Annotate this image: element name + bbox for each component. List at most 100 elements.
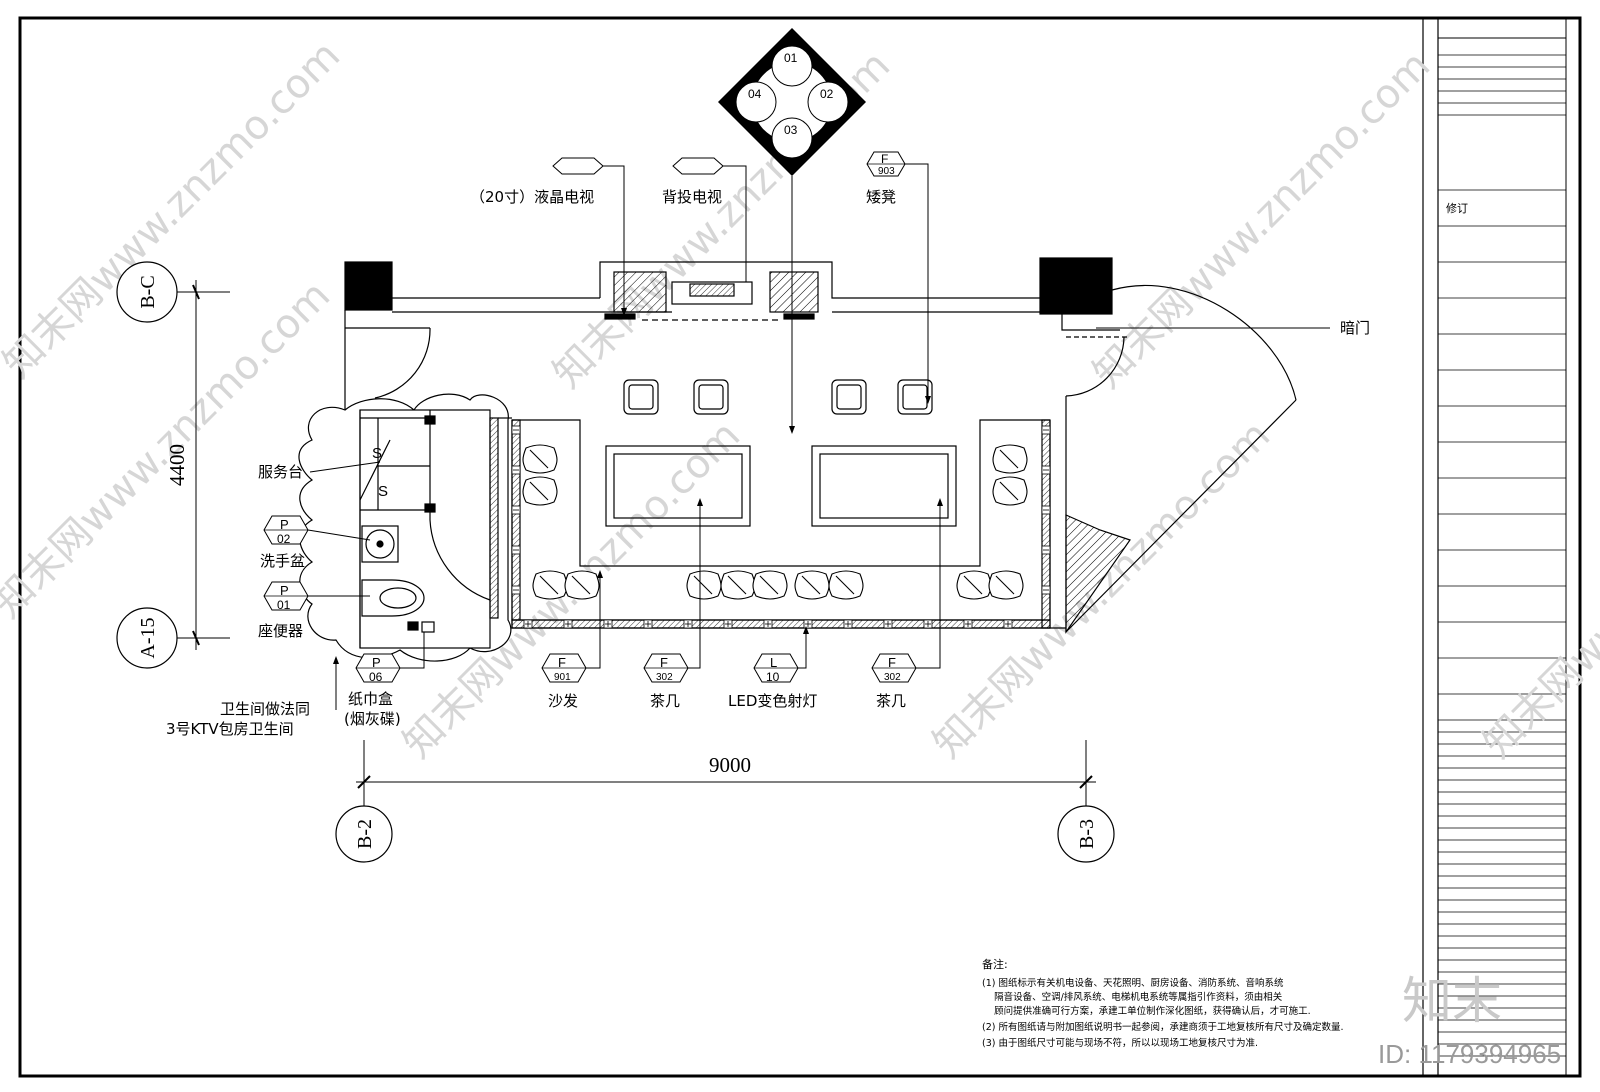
led-spotlight [1003, 619, 1013, 629]
sofa-cushion [794, 570, 830, 600]
led-spotlight [923, 619, 933, 629]
sofa-cushion [564, 570, 600, 600]
led-spotlight [1041, 425, 1051, 435]
washbasin [361, 525, 399, 563]
sofa-cushion [988, 570, 1024, 600]
led-spotlight [683, 619, 693, 629]
led-spotlight [511, 545, 521, 555]
tea-table [605, 445, 751, 527]
stool [693, 379, 729, 415]
led-spotlight [1041, 585, 1051, 595]
tea-table-tag-2-letter: F [888, 655, 896, 670]
toilet [361, 579, 425, 617]
sofa-tag-letter: F [558, 655, 566, 670]
watermark-text: 知末网www.znzmo.com [1085, 43, 1440, 398]
sofa-cushion [686, 570, 722, 600]
room-plan: 暗门 S S [298, 257, 1370, 662]
led-spotlight [643, 619, 653, 629]
washbasin-tag-code: 02 [277, 532, 291, 546]
note-line: (2) 所有图纸请与附加图纸说明书一起参阅，承建商须于工地复核所有尺寸及确定数量… [982, 1021, 1344, 1033]
tissue-box-label: 纸巾盒 [348, 690, 393, 708]
notes-heading: 备注: [982, 957, 1008, 971]
sofa-cushion [532, 570, 568, 600]
led-spotlight [523, 619, 533, 629]
toilet-tag-letter: P [280, 583, 289, 598]
led-spotlight [1041, 465, 1051, 475]
elevation-mark-03: 03 [784, 123, 798, 137]
title-block: 修订 [1422, 18, 1567, 1076]
service-counter-label: 服务台 [258, 463, 303, 481]
tissue-tag-code: 06 [369, 670, 383, 684]
stool [623, 379, 659, 415]
tv-lcd-tag [552, 157, 604, 175]
stool [831, 379, 867, 415]
led-tag-code: 10 [766, 670, 780, 684]
bathroom-note-2: 3号KTV包房卫生间 [166, 720, 294, 738]
dim-horizontal: 9000 [709, 753, 751, 777]
elevation-mark-04: 04 [748, 87, 762, 101]
grid-b3: B-3 [1076, 819, 1098, 849]
sofa-tag-code: 901 [554, 672, 571, 683]
left-callouts: 服务台 P 02 洗手盆 P 01 座便器 P 06 纸巾盒 (烟灰碟) 卫生间… [166, 461, 425, 738]
led-spotlight [803, 619, 813, 629]
sofa-cushion [522, 444, 558, 474]
grid-b2: B-2 [354, 819, 376, 849]
led-spotlight [723, 619, 733, 629]
sheet-border [18, 16, 1582, 1078]
led-spotlight [843, 619, 853, 629]
sofa-cushion [992, 476, 1028, 506]
svg-text:S: S [372, 445, 382, 462]
svg-text:S: S [378, 483, 388, 500]
sofa-cushions [522, 444, 1028, 600]
sofa-cushion [522, 476, 558, 506]
sofa-cushion [720, 570, 756, 600]
stool [897, 379, 933, 415]
elevation-mark-01: 01 [784, 51, 798, 65]
bathroom-note-1: 卫生间做法同 [220, 700, 310, 718]
led-spotlight [511, 465, 521, 475]
tv-rear-label: 背投电视 [662, 188, 722, 206]
watermark-id: ID: 1179394965 [1378, 1039, 1561, 1069]
hidden-door-label: 暗门 [1340, 319, 1370, 337]
tea-table-label-2: 茶几 [876, 692, 906, 710]
led-spotlight [963, 619, 973, 629]
washbasin-tag-letter: P [280, 517, 289, 532]
tv-rear-tag [672, 157, 724, 175]
title-block-rows [1438, 54, 1566, 1057]
structural-column [1039, 257, 1113, 315]
led-spotlight [763, 619, 773, 629]
note-line: (1) 图纸标示有关机电设备、天花照明、厨房设备、消防系统、音响系统 [982, 977, 1284, 989]
grid-axis-left: B-C A-15 4400 [116, 261, 230, 669]
sofa-cushion [752, 570, 788, 600]
tea-table-label-1: 茶几 [650, 692, 680, 710]
grid-axis-bottom: 9000 B-2 B-3 [335, 740, 1115, 863]
tissue-tag-letter: P [372, 655, 381, 670]
tea-table-tag-2-code: 302 [884, 672, 901, 683]
note-line: (3) 由于图纸尺寸可能与现场不符，所以以现场工地复核尺寸为准. [982, 1037, 1258, 1049]
grid-bc: B-C [137, 275, 159, 308]
watermark-layer: 知末网www.znzmo.com 知末网www.znzmo.com 知末网www… [0, 33, 1600, 1069]
tv-lcd-label: （20寸）液晶电视 [470, 188, 594, 206]
elevation-index-symbol: 01 02 03 04 [718, 28, 866, 434]
watermark-logo: 知末 [1402, 972, 1502, 1030]
led-tag-letter: L [770, 655, 777, 670]
tea-table [811, 445, 957, 527]
led-spotlight [511, 585, 521, 595]
sofa-label: 沙发 [548, 692, 578, 710]
led-spotlight [511, 505, 521, 515]
top-callouts: （20寸）液晶电视 背投电视 F 903 矮凳 [470, 151, 931, 404]
led-spotlights [511, 425, 1051, 629]
sofa-cushion [828, 570, 864, 600]
note-line: 顾问提供准确可行方案，承建工单位制作深化图纸，获得确认后，才可施工. [982, 1005, 1311, 1017]
elevation-mark-02: 02 [820, 87, 834, 101]
toilet-tag-code: 01 [277, 598, 291, 612]
general-notes: 备注: (1) 图纸标示有关机电设备、天花照明、厨房设备、消防系统、音响系统 隔… [982, 957, 1344, 1049]
led-spotlight [563, 619, 573, 629]
stool-label: 矮凳 [866, 188, 896, 206]
stool-tag-letter: F [881, 152, 888, 166]
toilet-label: 座便器 [258, 622, 303, 640]
ashtray-label: (烟灰碟) [344, 710, 401, 728]
stool-tag-code: 903 [878, 166, 895, 177]
led-spotlight [1041, 505, 1051, 515]
